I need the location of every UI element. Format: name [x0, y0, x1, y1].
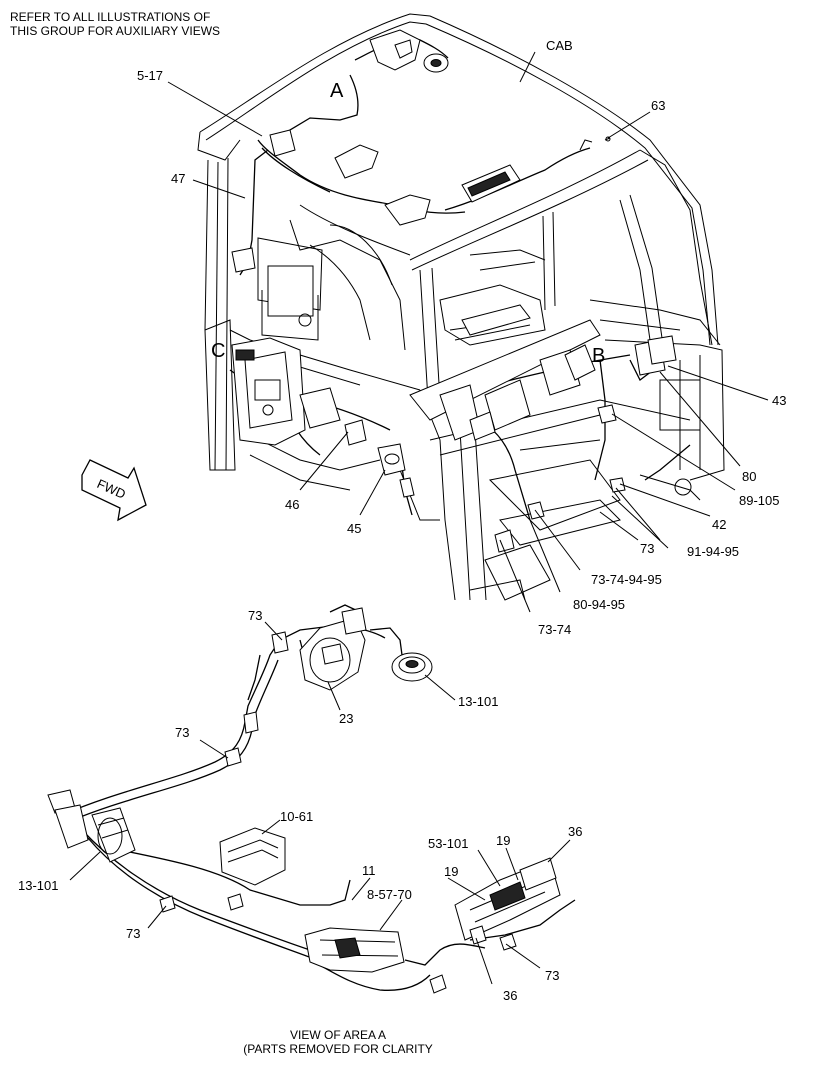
- callout-cab: CAB: [546, 38, 573, 53]
- callout-labels: CAB 5-17 63 47 43 80 89-105 42 73 91-94-…: [18, 38, 786, 1003]
- callout-80-94-95: 80-94-95: [573, 597, 625, 612]
- view-caption: VIEW OF AREA A (PARTS REMOVED FOR CLARIT…: [218, 1028, 458, 1056]
- callout-42: 42: [712, 517, 726, 532]
- callout-73-74: 73-74: [538, 622, 571, 637]
- callout-73-74-94-95: 73-74-94-95: [591, 572, 662, 587]
- detail-callout-leaders: [69, 621, 571, 985]
- callout-detail-23: 23: [339, 711, 353, 726]
- callout-89-105: 89-105: [739, 493, 779, 508]
- callout-detail-73-left: 73: [126, 926, 140, 941]
- callout-46: 46: [285, 497, 299, 512]
- view-caption-line-2: (PARTS REMOVED FOR CLARITY: [243, 1042, 433, 1056]
- callout-detail-19-a: 19: [496, 833, 510, 848]
- auxiliary-views-note: REFER TO ALL ILLUSTRATIONS OF THIS GROUP…: [10, 10, 250, 38]
- note-line-2: THIS GROUP FOR AUXILIARY VIEWS: [10, 24, 221, 38]
- cab-callout-leaders: [167, 51, 769, 613]
- callout-43: 43: [772, 393, 786, 408]
- callout-47: 47: [171, 171, 185, 186]
- callout-detail-8-57-70: 8-57-70: [367, 887, 412, 902]
- callout-detail-36-top: 36: [568, 824, 582, 839]
- callout-5-17: 5-17: [137, 68, 163, 83]
- note-line-1: REFER TO ALL ILLUSTRATIONS OF: [10, 10, 211, 24]
- area-label-c: C: [211, 340, 225, 362]
- callout-63: 63: [651, 98, 665, 113]
- area-label-a: A: [330, 80, 344, 102]
- callout-detail-73-right: 73: [545, 968, 559, 983]
- forward-direction-arrow: FWD: [81, 459, 147, 522]
- callout-45: 45: [347, 521, 361, 536]
- callout-detail-11: 11: [362, 863, 376, 878]
- callout-detail-36-bottom: 36: [503, 988, 517, 1003]
- callout-detail-13-101-left: 13-101: [18, 878, 58, 893]
- callout-detail-73-top: 73: [248, 608, 262, 623]
- detail-view-components: [47, 607, 561, 994]
- callout-80: 80: [742, 469, 756, 484]
- view-caption-line-1: VIEW OF AREA A: [289, 1028, 387, 1042]
- callout-91-94-95: 91-94-95: [687, 544, 739, 559]
- cab-components: [231, 29, 677, 553]
- callout-detail-10-61: 10-61: [280, 809, 313, 824]
- callout-detail-73-mid: 73: [175, 725, 189, 740]
- area-label-b: B: [592, 345, 605, 367]
- callout-73-cab: 73: [640, 541, 654, 556]
- callout-detail-19-b: 19: [444, 864, 458, 879]
- callout-detail-53-101: 53-101: [428, 836, 468, 851]
- cab-structure: [197, 13, 725, 601]
- callout-detail-13-101-horn: 13-101: [458, 694, 498, 709]
